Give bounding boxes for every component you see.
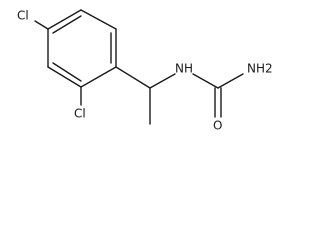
chlorine-atom-left: Cl	[17, 9, 29, 23]
oxygen-atom-label: O	[213, 119, 222, 133]
bond-ring-to-ch	[115, 66, 151, 89]
chemical-structure-diagram: Cl Cl NH NH2 O	[17, 9, 273, 133]
bond-nh-to-carbonyl	[192, 73, 219, 89]
chlorine-atom-bottom: Cl	[74, 107, 86, 121]
nh2-group-label: NH2	[247, 62, 273, 76]
bond-ring-to-cl-left	[34, 20, 49, 30]
bond-ch-to-nh	[149, 73, 176, 89]
bond-carbonyl-to-nh2	[217, 73, 244, 89]
nh-group-label: NH	[175, 62, 193, 76]
benzene-ring	[47, 9, 117, 88]
